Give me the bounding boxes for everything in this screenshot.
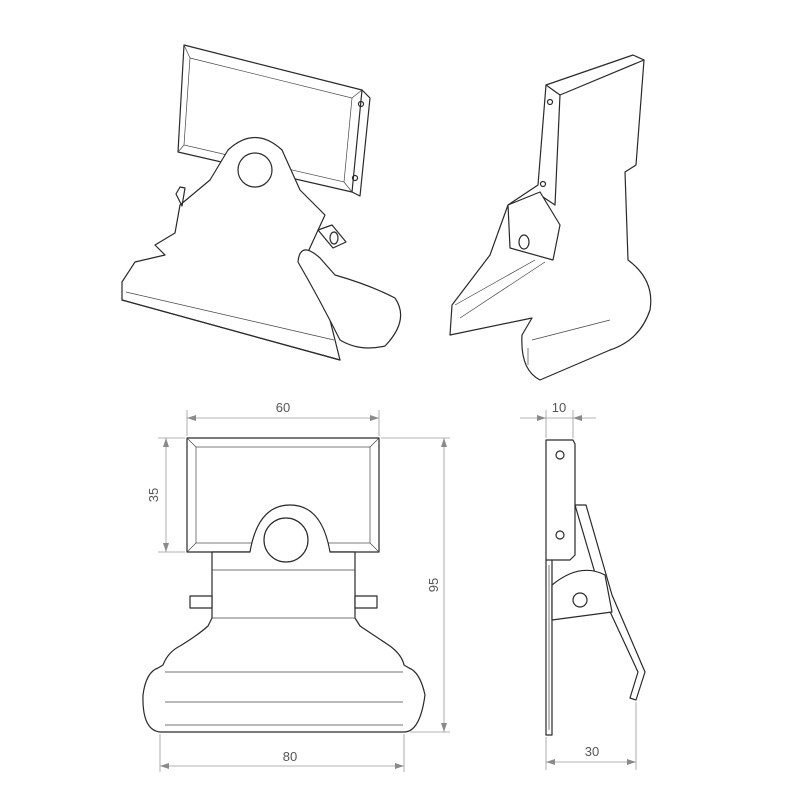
side-view: [545, 439, 646, 736]
dim-label-side-depth-bottom: 30: [585, 744, 599, 759]
dim-label-side-depth-top: 10: [552, 400, 566, 415]
dim-label-holder-height: 35: [146, 488, 161, 502]
dimension-lines: [158, 410, 637, 772]
iso-view-rear: [449, 54, 652, 381]
iso-view-front: [121, 44, 402, 361]
dim-label-overall-height: 95: [426, 578, 441, 592]
dim-label-clip-width: 80: [283, 749, 297, 764]
dim-label-holder-width: 60: [276, 400, 290, 415]
front-view: [142, 437, 426, 733]
